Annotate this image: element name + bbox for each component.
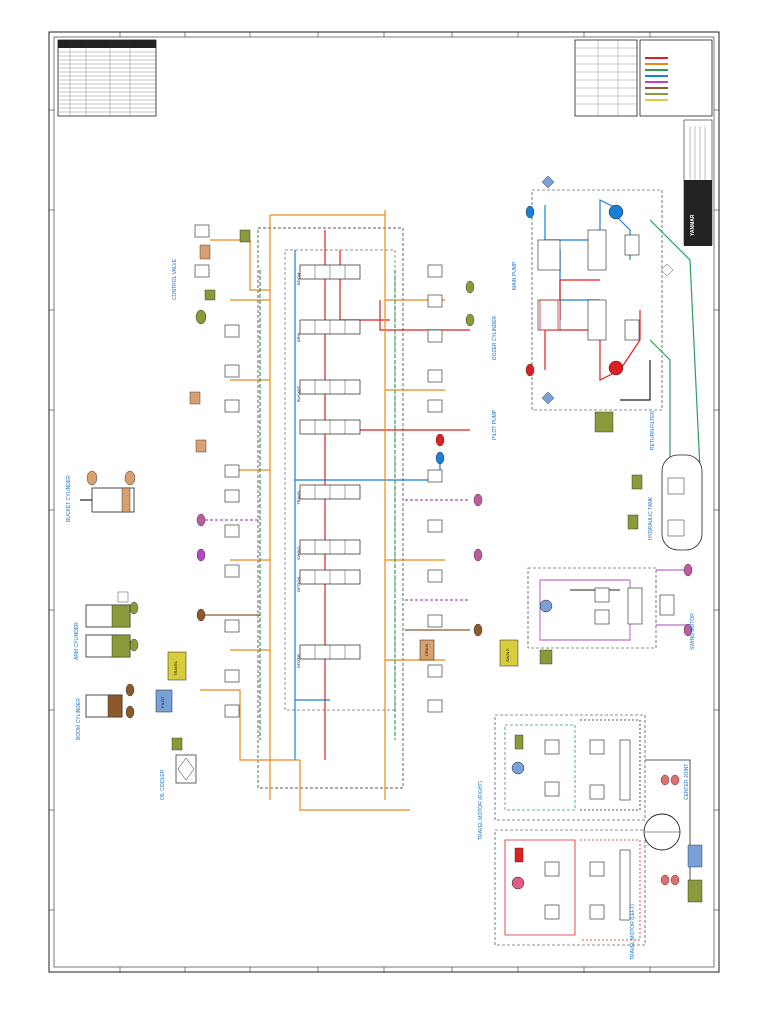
- line-legend-table: [574, 39, 713, 117]
- label-travel-motor-right: TRAVEL MOTOR (RIGHT): [478, 780, 484, 840]
- spool-label-bucket: BUCKET: [296, 385, 301, 402]
- label-arm-cylinder: ARM CYLINDER: [74, 622, 80, 660]
- brand-text: YANMAR: [690, 214, 696, 236]
- pump-assembly-boundary: [531, 189, 663, 411]
- travel-motor-left-boundary: [494, 829, 646, 946]
- label-control-valve: CONTROL VALVE: [172, 258, 178, 300]
- label-pilot-pump: PILOT PUMP: [492, 409, 498, 440]
- spool-label-travel: TRAVEL: [296, 489, 301, 505]
- hydraulic-tank: [627, 454, 703, 551]
- boom-cylinder: [85, 683, 135, 719]
- label-bucket-cylinder: BUCKET CYLINDER: [66, 475, 72, 522]
- travel-lines: [504, 719, 691, 941]
- label-boom-cylinder: BOOM CYLINDER: [76, 698, 82, 740]
- label-travel-motor-left: TRAVEL MOTOR (LEFT): [630, 904, 636, 960]
- travel-tag-text: TRAVEL: [173, 660, 178, 676]
- pilot-valve-symbols-left: [194, 224, 240, 718]
- spool-label-dozer: DOZER: [296, 654, 301, 668]
- control-valve-boundary: [257, 227, 404, 789]
- spool-label-boom: BOOM: [296, 272, 301, 285]
- drawing-frame-inner: [53, 36, 715, 968]
- swing-motor-boundary: [527, 567, 657, 649]
- spool-label-swing: SWING: [296, 546, 301, 560]
- swing-tag-box: [499, 639, 519, 667]
- bucket-cylinder: [80, 470, 136, 513]
- swing-tag-text: SWING: [505, 648, 510, 662]
- travel-symbols: [511, 734, 631, 921]
- label-return-filter: RETURN FILTER: [650, 410, 656, 450]
- travel-tag-box: [167, 651, 187, 681]
- pump-symbols: [525, 175, 674, 433]
- spool-label-option: OPTION: [296, 576, 301, 592]
- notes-block: [683, 119, 713, 246]
- port-tags: [189, 229, 483, 637]
- drawing-title: HYDRAULIC CIRCUIT DIAGRAM: [700, 179, 705, 240]
- arm-cylinder: [85, 591, 139, 658]
- drawing-frame-outer: [48, 31, 720, 973]
- drain-tag-text: DRAIN: [424, 643, 429, 656]
- label-center-joint: CENTER JOINT: [684, 763, 690, 800]
- drain-tag-box: [419, 639, 435, 661]
- revision-table: [57, 39, 157, 117]
- pilot-tag-text: PILOT: [160, 696, 165, 708]
- label-dozer-cylinder: DOZER CYLINDER: [492, 315, 498, 360]
- zone-ticks: [49, 32, 719, 972]
- pilot-valve-symbols-right: [427, 264, 443, 713]
- oil-cooler: [171, 737, 197, 784]
- spool-cells: [314, 265, 346, 659]
- label-hydraulic-tank: HYDRAULIC TANK: [648, 496, 654, 540]
- label-swing-motor: SWING MOTOR: [690, 613, 696, 650]
- center-joint: [643, 774, 703, 903]
- label-main-pump: MAIN PUMP: [512, 261, 518, 290]
- pump-lines: [544, 199, 701, 481]
- label-oil-cooler: OIL COOLER: [160, 769, 166, 800]
- travel-motor-right-boundary: [494, 714, 646, 821]
- swing-symbols: [539, 563, 693, 665]
- pilot-tag-box: [155, 689, 173, 713]
- spool-label-arm: ARM: [296, 333, 301, 342]
